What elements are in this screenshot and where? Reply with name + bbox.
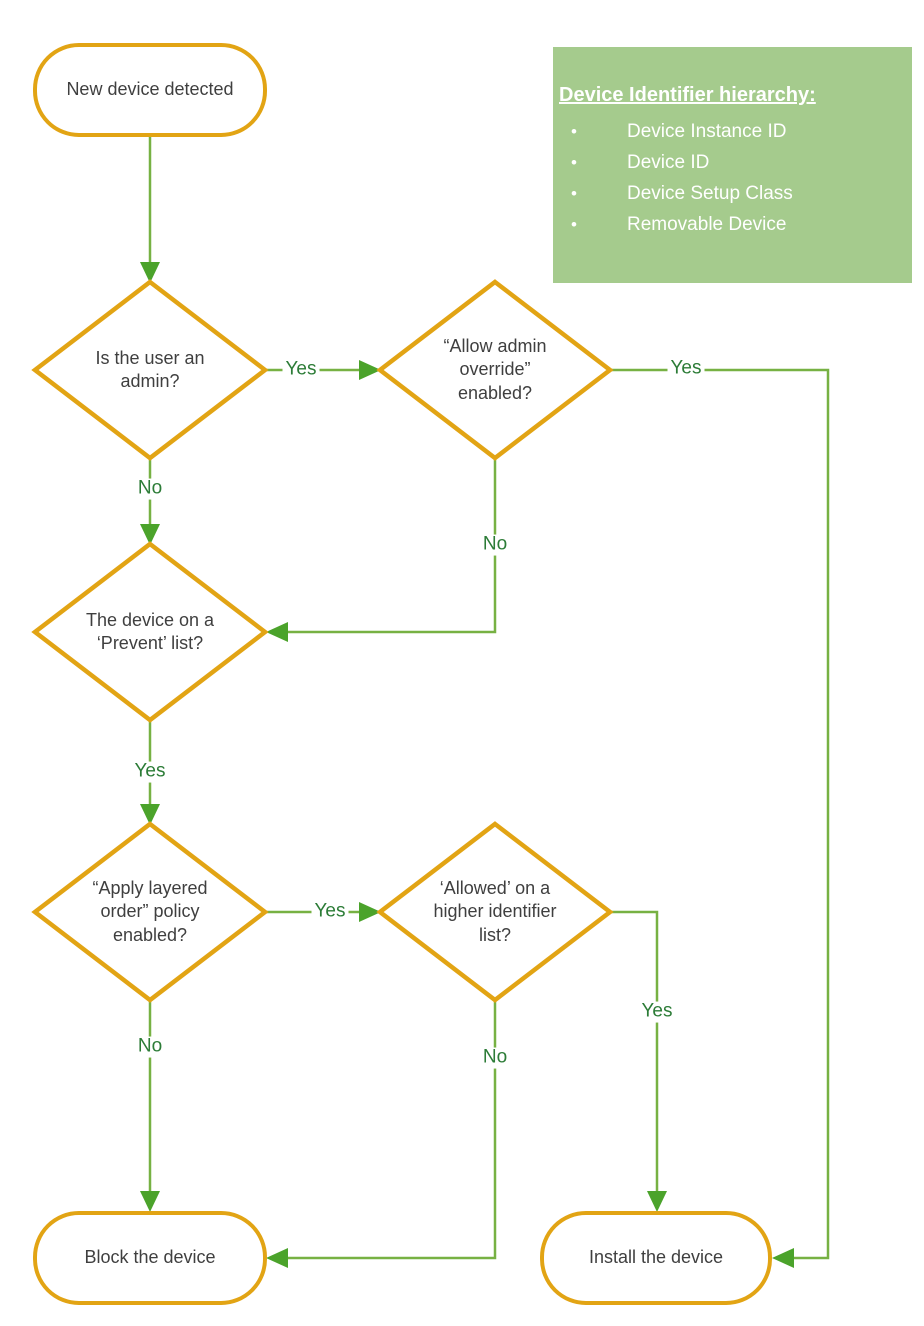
arrowhead-prevent-yes [140,804,160,825]
arrowhead-start-to-is-admin [140,262,160,283]
info-item-label: Device Setup Class [627,183,793,204]
arrowhead-allow-override-yes [772,1248,794,1268]
bullet-icon: • [571,153,577,172]
arrowhead-is-admin-no [140,524,160,545]
info-item-label: Removable Device [627,214,787,235]
bullet-icon: • [571,122,577,141]
decision-is-admin-shape [31,279,269,461]
decision-layered-order-shape [31,821,269,1003]
arrowhead-layered-order-no [140,1191,160,1212]
list-item: • Device ID [559,147,904,178]
edge-higher-identifier-no-to-block [288,1000,497,1260]
decision-allow-override-shape [376,279,614,461]
info-item-label: Device ID [627,152,710,173]
bullet-icon: • [571,184,577,203]
decision-higher-identifier-shape [376,821,614,1003]
info-box-title: Device Identifier hierarchy: [559,84,816,106]
terminal-install-device-shape [540,1211,772,1305]
arrowhead-higher-identifier-no [266,1248,288,1268]
arrowhead-allow-override-no [266,622,288,642]
edge-allow-override-no-to-prevent [288,458,497,634]
arrowhead-layered-order-yes [359,902,381,922]
terminal-new-device-shape [33,43,267,137]
edge-higher-identifier-yes-to-install [610,910,659,1191]
list-item: • Removable Device [559,209,904,240]
arrowhead-higher-identifier-yes [647,1191,667,1212]
arrowhead-is-admin-yes [359,360,381,380]
list-item: • Device Instance ID [559,116,904,147]
list-item: • Device Setup Class [559,178,904,209]
device-identifier-hierarchy-box: Device Identifier hierarchy: • Device In… [553,47,912,283]
decision-prevent-list-shape [31,541,269,723]
terminal-block-device-shape [33,1211,267,1305]
bullet-icon: • [571,215,577,234]
info-item-label: Device Instance ID [627,121,787,142]
edge-allow-override-yes-to-install [610,368,830,1260]
